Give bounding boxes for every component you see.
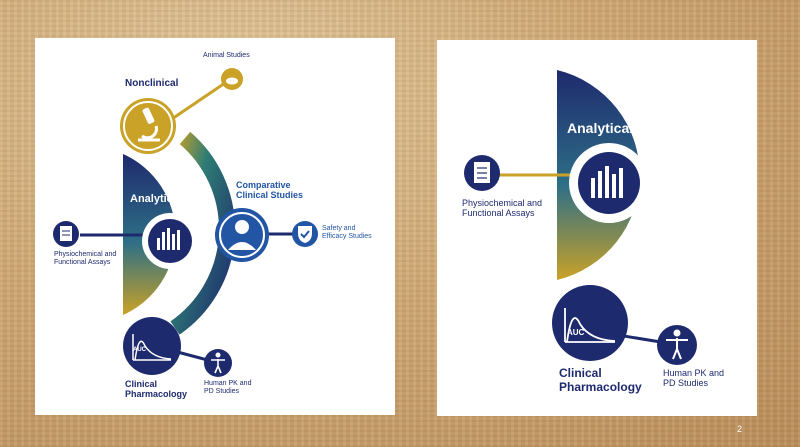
assay-document-icon [53, 221, 79, 247]
left-diagram-graphic [53, 68, 318, 377]
human-pk-label: Human PK and PD Studies [663, 368, 725, 389]
nonclinical-label: Nonclinical [125, 78, 179, 89]
left-diagram-panel: Nonclinical Animal Studies Analytical Co… [35, 38, 395, 415]
shield-check-icon [292, 221, 318, 247]
animal-studies-label: Animal Studies [203, 52, 250, 59]
right-diagram-graphic [464, 70, 697, 365]
analytical-label: Analytical [567, 120, 634, 136]
assay-document-icon [464, 155, 500, 191]
assays-label: Physiochemical and Functional Assays [462, 198, 543, 219]
human-figure-icon [204, 349, 232, 377]
doctor-icon [215, 208, 269, 262]
microscope-icon [120, 98, 176, 154]
bar-chart-icon [569, 143, 649, 226]
safety-efficacy-label: Safety and Efficacy Studies [322, 225, 372, 241]
bar-chart-icon [142, 213, 198, 272]
auc-curve-icon [552, 285, 628, 361]
auc-curve-icon [123, 317, 181, 375]
human-figure-icon [657, 325, 697, 365]
assays-label: Physiochemical and Functional Assays [54, 251, 117, 267]
comparative-label: Comparative Clinical Studies [236, 180, 304, 201]
page-number: 2 [736, 424, 742, 434]
auc-label: AUC [133, 347, 146, 353]
analytical-label: Analytical [130, 193, 182, 205]
human-pk-label: Human PK and PD Studies [204, 380, 252, 396]
auc-label: AUC [567, 328, 585, 337]
clinical-pharmacology-label: Clinical Pharmacology [559, 366, 642, 394]
right-diagram-panel: Analytical Physiochemical and Functional… [437, 40, 757, 416]
clinical-pharmacology-label: Clinical Pharmacology [125, 379, 188, 400]
cloud-animal-icon [221, 68, 243, 90]
